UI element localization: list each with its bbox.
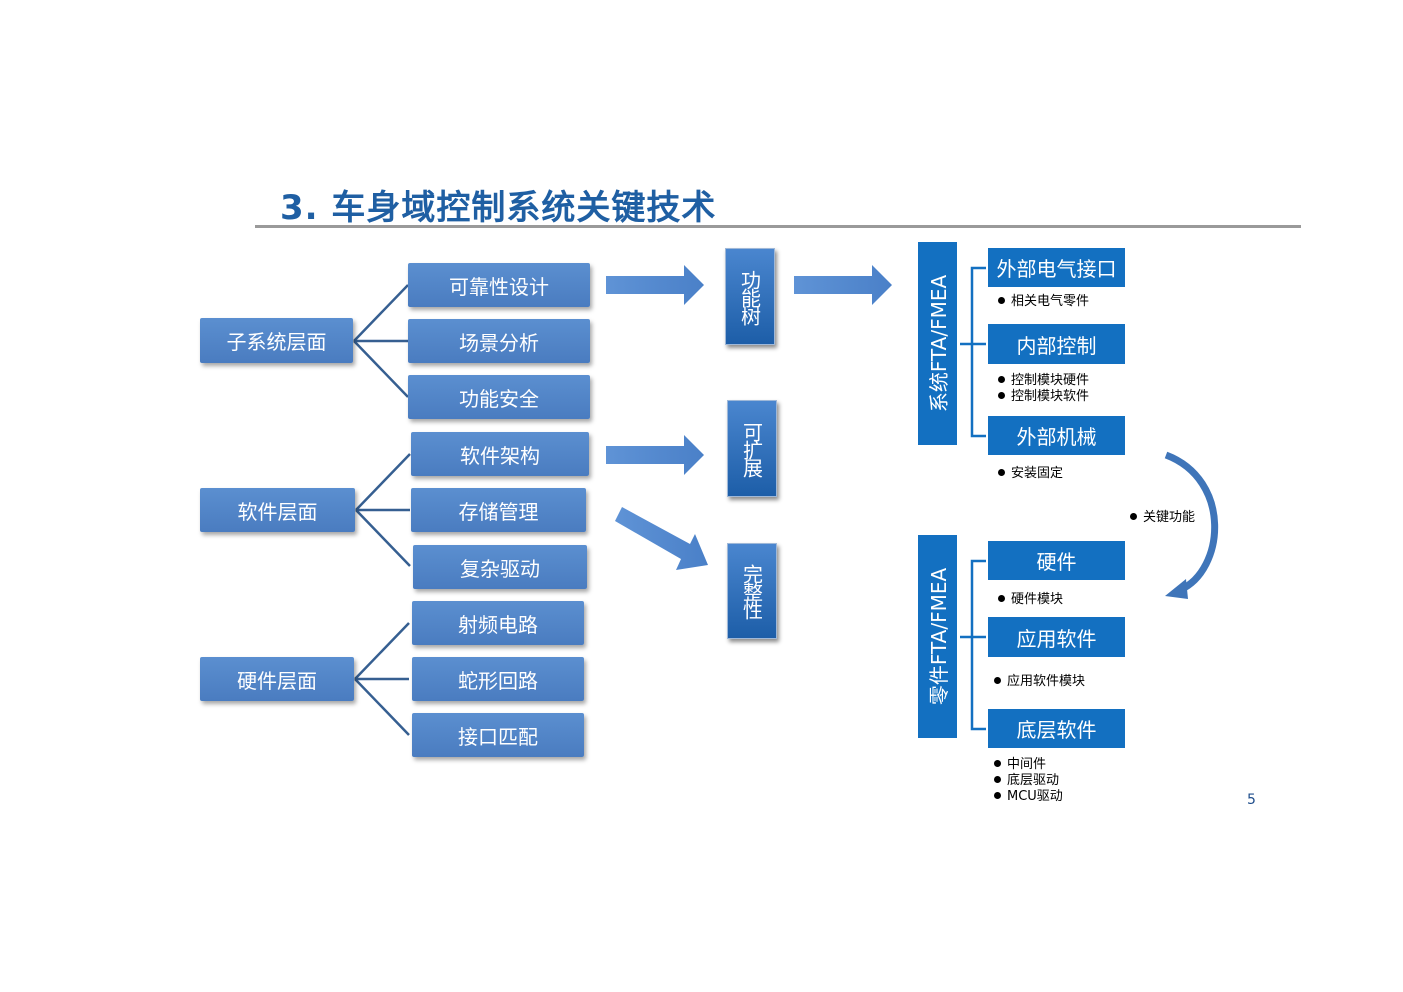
item-external-electrical-interface: 外部电气接口 <box>988 248 1125 287</box>
connector-software <box>355 453 411 567</box>
bullet-installation-fixing: 安装固定 <box>998 466 1063 482</box>
item-scenario-analysis: 场景分析 <box>408 319 590 363</box>
item-serpentine-loop: 蛇形回路 <box>412 657 584 701</box>
page-title: 3. 车身域控制系统关键技术 <box>280 188 717 228</box>
bullet-low-level-driver: 底层驱动 <box>994 773 1059 789</box>
curved-arrow <box>1164 451 1219 594</box>
item-rf-circuit: 射频电路 <box>412 601 584 645</box>
item-functional-safety: 功能安全 <box>408 375 590 419</box>
item-reliability-design: 可靠性设计 <box>408 263 590 307</box>
bullet-hardware-module: 硬件模块 <box>998 592 1063 608</box>
item-low-level-software: 底层软件 <box>988 709 1125 748</box>
page-number: 5 <box>1247 792 1256 808</box>
bullet-middleware: 中间件 <box>994 757 1046 773</box>
item-internal-control: 内部控制 <box>988 324 1125 364</box>
bracket-system <box>960 266 986 438</box>
item-external-mechanical: 外部机械 <box>988 416 1125 455</box>
arrow-to-function-tree <box>606 265 704 305</box>
item-storage-management: 存储管理 <box>411 488 586 532</box>
label-key-function: 关键功能 <box>1130 510 1195 526</box>
box-extensible: 可扩展 <box>727 400 777 497</box>
item-hardware: 硬件 <box>988 541 1125 580</box>
title-divider <box>255 225 1301 228</box>
component-fta-fmea: 零件FTA/FMEA <box>918 535 957 738</box>
bullet-control-module-software: 控制模块软件 <box>998 389 1089 405</box>
bullet-mcu-driver: MCU驱动 <box>994 789 1063 805</box>
item-interface-matching: 接口匹配 <box>412 713 584 757</box>
group-software: 软件层面 <box>200 488 355 532</box>
arrow-to-extensible <box>606 435 704 475</box>
bracket-component <box>960 559 986 731</box>
bullet-related-electrical-parts: 相关电气零件 <box>998 294 1089 310</box>
box-function-tree: 功能树 <box>725 248 775 345</box>
connector-hardware <box>354 622 410 736</box>
group-subsystem: 子系统层面 <box>200 318 353 363</box>
arrow-to-system-fta <box>794 265 892 305</box>
connector-subsystem <box>353 284 409 398</box>
system-fta-fmea: 系统FTA/FMEA <box>918 242 957 445</box>
bullet-application-software-module: 应用软件模块 <box>994 674 1085 690</box>
box-integrity: 完整性 <box>727 543 777 639</box>
arrow-to-integrity <box>615 507 708 570</box>
item-complex-driver: 复杂驱动 <box>413 545 587 589</box>
item-application-software: 应用软件 <box>988 617 1125 657</box>
curved-arrow-head <box>1165 579 1188 599</box>
bullet-control-module-hardware: 控制模块硬件 <box>998 373 1089 389</box>
item-software-architecture: 软件架构 <box>411 432 589 476</box>
group-hardware: 硬件层面 <box>200 657 354 701</box>
